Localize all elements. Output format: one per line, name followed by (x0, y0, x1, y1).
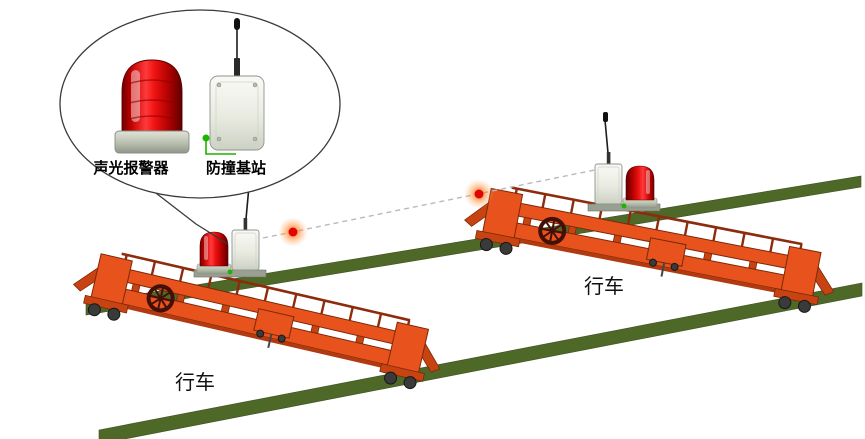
base-station-label: 防撞基站 (206, 159, 266, 177)
connection-wire (205, 141, 236, 155)
signal-dot-1 (278, 217, 308, 247)
beacon-base (114, 130, 190, 154)
rail-front (98, 282, 863, 439)
base-station-detail (202, 18, 265, 155)
base-station-icon (209, 75, 265, 151)
power-indicator-dot (202, 134, 210, 142)
alarm-label: 声光报警器 (92, 159, 169, 177)
callout-tail (151, 189, 229, 245)
alarm-beacon-icon (121, 59, 183, 133)
signal-dashed-line (262, 165, 615, 239)
crane-right-label: 行车 (584, 274, 624, 298)
rail-back (85, 175, 862, 316)
antenna-tip (234, 18, 240, 30)
alarm-beacon-detail (114, 59, 190, 154)
base-station-panel (215, 81, 259, 145)
signal-dot-2 (464, 179, 494, 209)
crane-left-label: 行车 (175, 370, 215, 394)
beacon-highlight (131, 70, 140, 122)
equipment-right-crane (587, 111, 661, 212)
callout: 声光报警器 防撞基站 (59, 9, 341, 245)
antenna-base (234, 58, 240, 78)
